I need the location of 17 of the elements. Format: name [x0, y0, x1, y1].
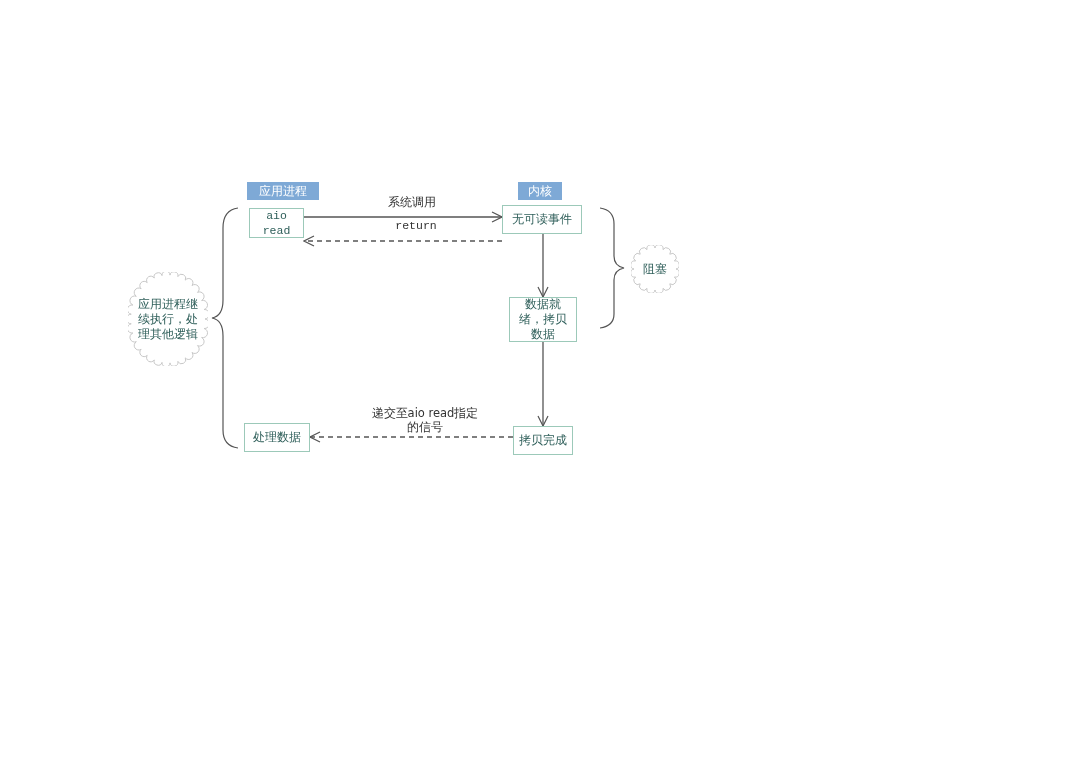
- cloud-text: 阻塞: [643, 261, 667, 277]
- arrow: [303, 235, 503, 247]
- process-box: 拷贝完成: [513, 426, 573, 455]
- cloud-text: 应用进程继续执行，处理其他逻辑: [137, 296, 199, 342]
- process-box: 处理数据: [244, 423, 310, 452]
- cloud: [631, 245, 679, 293]
- cloud: [128, 272, 208, 366]
- arrow: [537, 233, 549, 298]
- edge-label: 系统调用: [386, 195, 438, 209]
- arrow: [309, 431, 514, 443]
- arrow: [303, 211, 503, 223]
- header-band: 应用进程: [247, 182, 319, 200]
- process-box: aio read: [249, 208, 304, 238]
- process-box: 无可读事件: [502, 205, 582, 234]
- header-band: 内核: [518, 182, 562, 200]
- process-box: 数据就绪，拷贝数据: [509, 297, 577, 342]
- arrow: [537, 341, 549, 427]
